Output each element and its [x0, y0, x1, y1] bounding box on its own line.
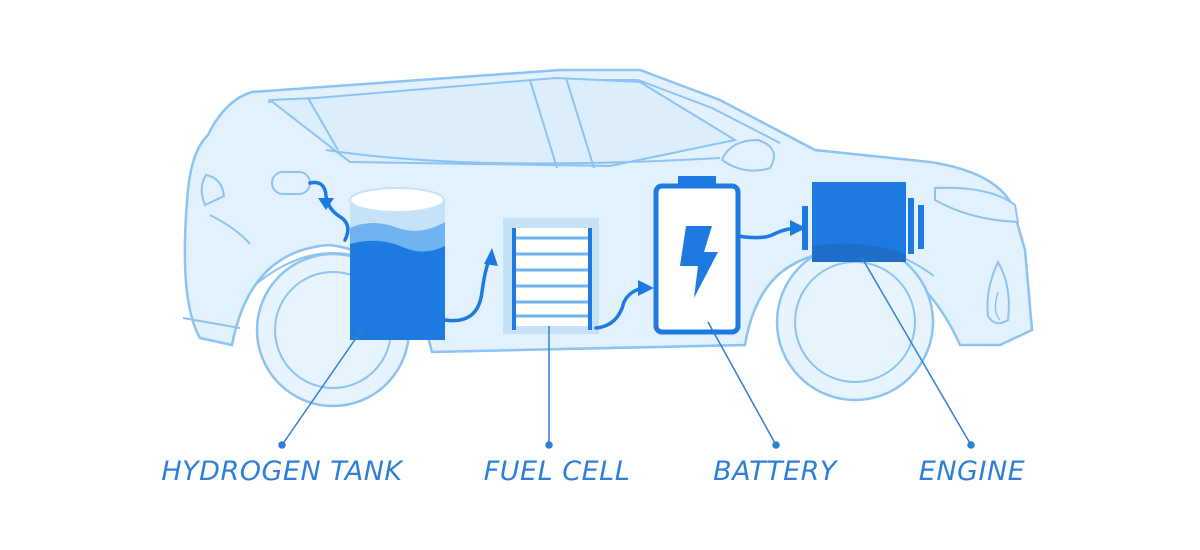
door-pillar-a: [529, 79, 558, 169]
lightning-bolt-icon: [680, 226, 718, 298]
rear-bumper: [182, 317, 241, 329]
label-fuel-cell: FUEL CELL: [483, 456, 631, 487]
underbody-line: [431, 344, 746, 353]
flow-fuel-cell-to-battery: [594, 286, 646, 330]
battery: [653, 176, 741, 335]
leader-hydrogen-tank: [281, 327, 364, 446]
leader-dot-hydrogen-tank: [278, 441, 286, 449]
body-line: [209, 214, 251, 245]
rear-window-pillar: [307, 97, 339, 151]
leader-dot-engine: [967, 441, 975, 449]
window-sill: [325, 149, 721, 165]
headlight: [934, 186, 1020, 224]
front-wheel: [775, 242, 935, 402]
arrow-head-1: [318, 198, 334, 210]
engine: [802, 182, 924, 262]
fuel-cell: [503, 218, 599, 334]
arrow-head-3: [638, 280, 654, 296]
leader-battery: [707, 321, 777, 446]
label-engine: ENGINE: [918, 456, 1026, 487]
car-body: [182, 68, 1034, 354]
fog-light-inner: [994, 291, 1001, 321]
fuel-cap: [271, 171, 311, 195]
label-battery: BATTERY: [713, 456, 837, 487]
label-hydrogen-tank: HYDROGEN TANK: [161, 456, 403, 487]
arrow-head-2: [484, 248, 498, 266]
arrow-heads: [318, 198, 806, 296]
leader-lines: [278, 257, 975, 449]
arrow-head-4: [790, 220, 806, 236]
leader-dot-fuel-cell: [545, 441, 553, 449]
side-windows: [267, 76, 738, 168]
side-mirror: [720, 138, 775, 172]
leader-engine: [861, 257, 972, 446]
door-pillar-b: [565, 77, 595, 169]
rear-light: [200, 173, 226, 207]
flow-cap-to-tank: [308, 180, 350, 242]
leader-dot-battery: [772, 441, 780, 449]
hydrogen-tank: [349, 187, 445, 340]
